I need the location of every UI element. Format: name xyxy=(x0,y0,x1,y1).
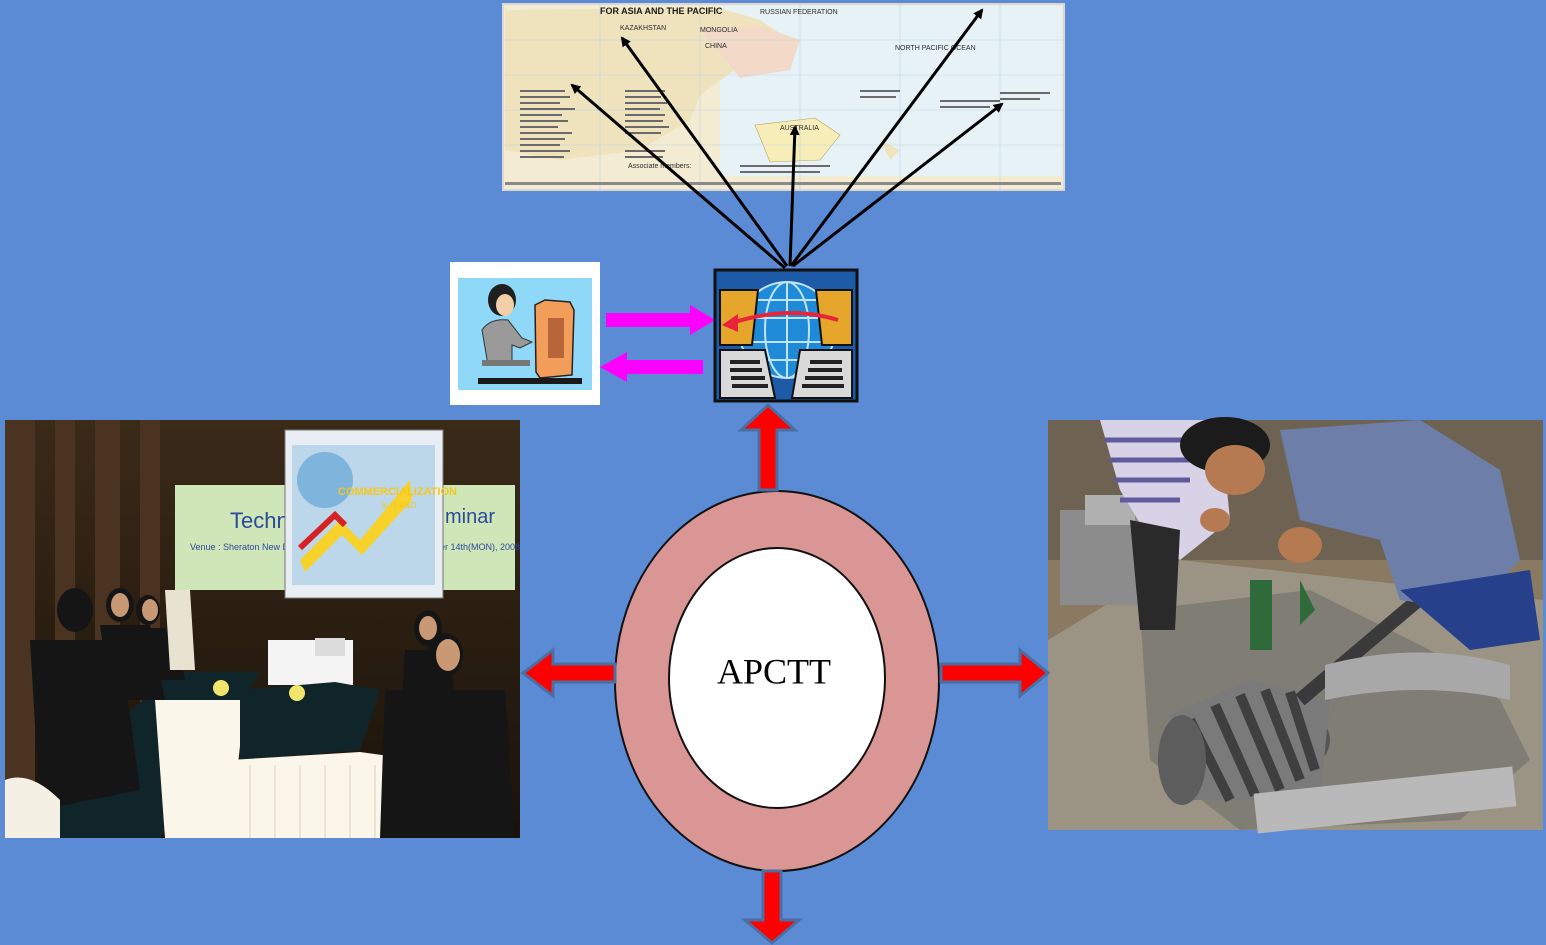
map-arrow xyxy=(792,102,1004,268)
map-label: KAZAKHSTAN xyxy=(620,25,666,32)
distribution-arrows xyxy=(570,8,1004,270)
map-label: RUSSIAN FEDERATION xyxy=(760,9,838,16)
link-arrows xyxy=(600,305,715,382)
network-globe-icon xyxy=(713,268,859,403)
arrow-up xyxy=(737,402,799,492)
map-title: FOR ASIA AND THE PACIFIC xyxy=(600,6,723,16)
map-arrow xyxy=(620,36,789,267)
map-arrow xyxy=(570,83,786,270)
computer-user-icon xyxy=(450,262,600,405)
link-arrow-right xyxy=(606,305,715,335)
arrow-left xyxy=(520,646,617,700)
link-arrow-left xyxy=(600,352,703,382)
map-label: MONGOLIA xyxy=(700,27,738,34)
banner-text-right: minar xyxy=(445,506,495,528)
map-arrow xyxy=(788,125,800,267)
apctt-hub: APCTT xyxy=(614,490,940,872)
arrow-down xyxy=(740,869,804,945)
venue-text: Venue : Sheraton New Delhi H xyxy=(190,542,312,552)
map-label: AUSTRALIA xyxy=(780,125,819,132)
red-arrows xyxy=(520,402,1051,945)
world-map-image: FOR ASIA AND THE PACIFIC RUSSIAN FEDERAT… xyxy=(502,3,1065,191)
arrow-right xyxy=(939,646,1051,700)
map-label: Associate members: xyxy=(628,163,691,170)
poster-subtitle: in IT R&D xyxy=(382,501,417,510)
meeting-photo: Technolo minar Venue : Sheraton New Delh… xyxy=(5,420,520,838)
poster-title: COMMERCIALIZATION xyxy=(338,486,457,498)
map-label: CHINA xyxy=(705,43,727,50)
apctt-label: APCTT xyxy=(717,651,831,691)
map-label: NORTH PACIFIC OCEAN xyxy=(895,45,976,52)
turbine-photo xyxy=(1048,417,1543,834)
date-text: er 14th(MON), 2008 xyxy=(440,542,520,552)
map-arrow xyxy=(789,8,984,267)
